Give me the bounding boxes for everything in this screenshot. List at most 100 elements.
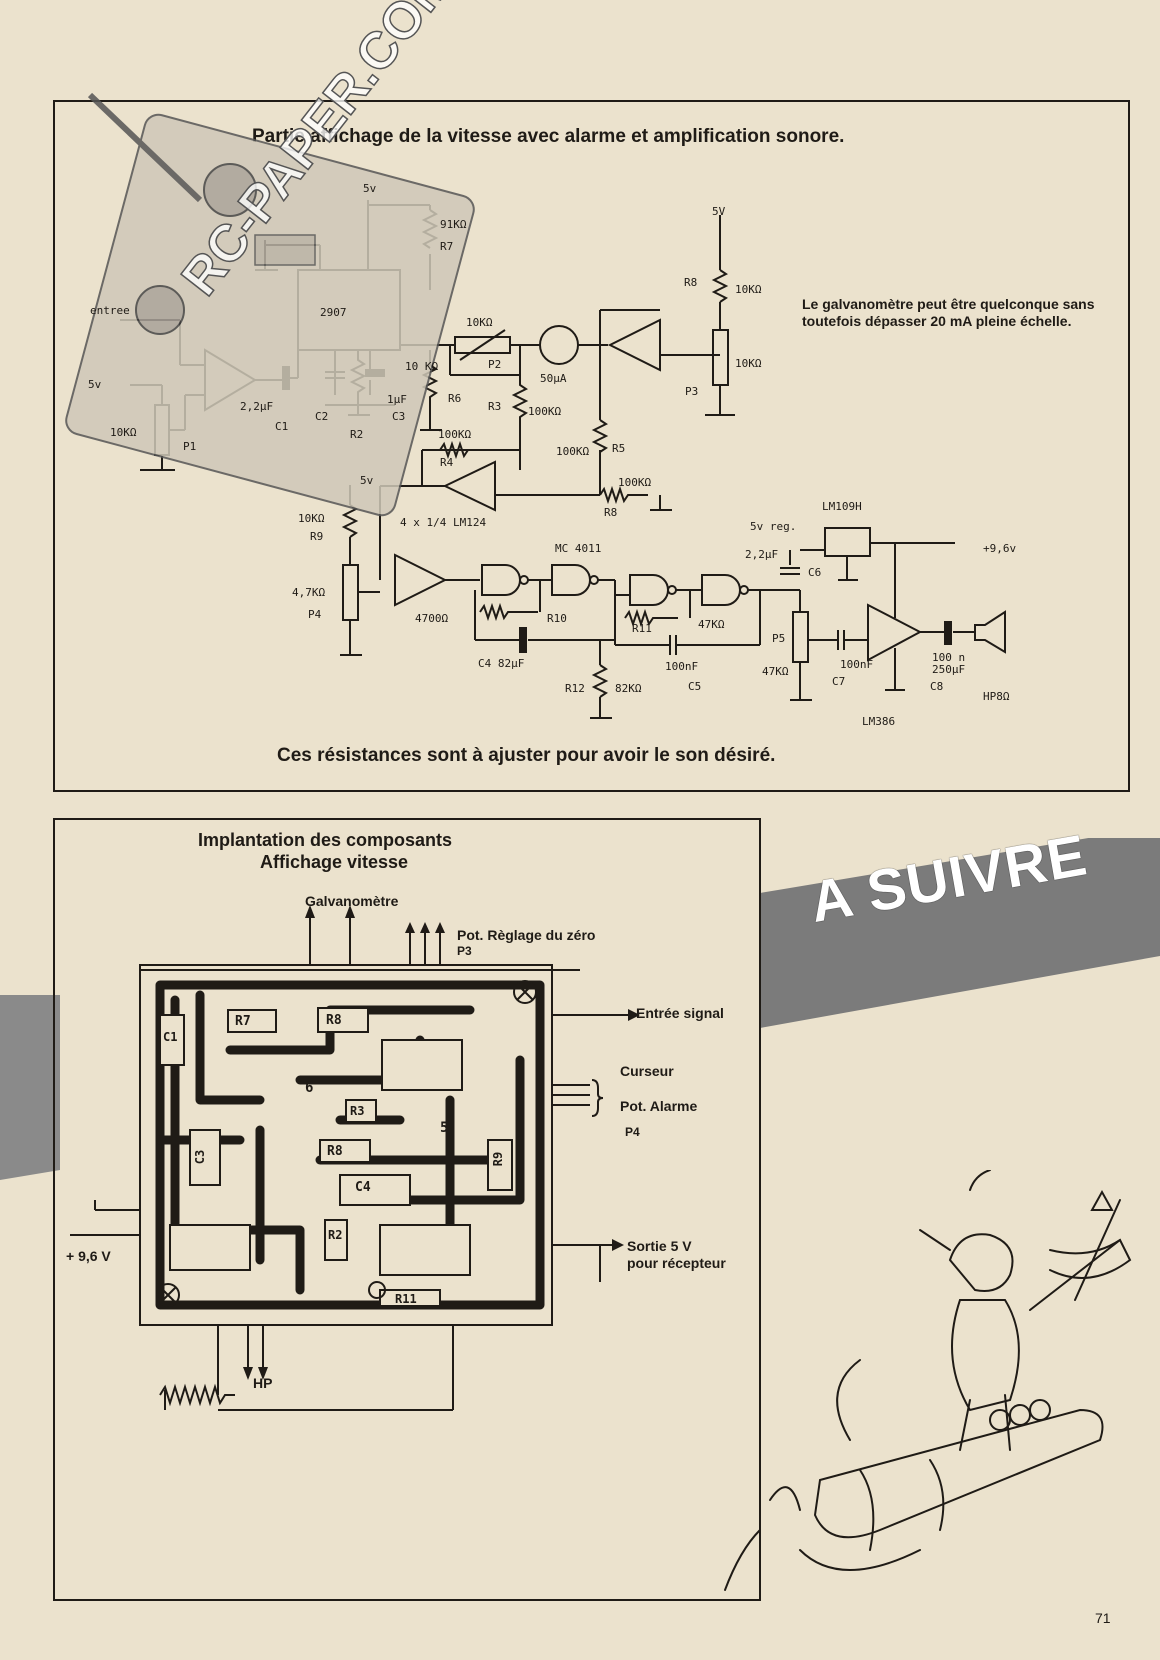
label-r8-a-value: 10KΩ [735,283,762,296]
label-c6-value: 2,2μF [745,548,779,561]
pcb-label-c1: C1 [163,1030,178,1044]
label-r2: R2 [350,428,364,441]
label-p1-value: 10KΩ [110,426,137,439]
label-5v-a: 5v [363,182,377,195]
label-pot-zero: Pot. Règlage du zéro [457,927,596,943]
label-c5: C5 [688,680,702,693]
pcb-label-r11: R11 [395,1292,417,1306]
label-c1: C1 [275,420,289,433]
label-p5-value: 47KΩ [762,665,789,678]
label-r11-value: 47KΩ [698,618,725,631]
opamp-p3 [607,318,661,372]
implantation-title-1: Implantation des composants [198,830,453,850]
label-r4: R4 [440,456,454,469]
cartoon-illustration [724,1170,1132,1591]
pcb-label-5: 5 [440,1120,449,1136]
pcb-label-r7: R7 [235,1014,251,1029]
label-p2-value: 10KΩ [466,316,493,329]
label-lm124: 4 x 1/4 LM124 [400,516,487,529]
label-c8: C8 [930,680,944,693]
label-r6-value: 10 KΩ [405,360,439,373]
label-p4: P4 [308,608,322,621]
label-c3: C3 [392,410,406,423]
schematic-footer: Ces résistances sont à ajuster pour avoi… [277,745,776,766]
label-c7-value: 100nF [840,658,874,671]
schematic-title: Partie affichage de la vitesse avec alar… [252,126,845,147]
label-r6: R6 [448,392,462,405]
pcb-label-c4: C4 [355,1180,371,1195]
pcb-outline [139,964,553,1326]
implantation-title-2: Affichage vitesse [260,852,409,872]
pcb-label-6: 6 [305,1080,314,1096]
label-5v-reg: 5v reg. [750,520,797,533]
label-c3-value: 1μF [387,393,407,406]
label-5v-c: 5V [712,205,726,218]
label-p3: P3 [685,385,699,398]
label-lm386: LM386 [862,715,896,728]
label-r5: R5 [612,442,626,455]
label-pot-zero-p3: P3 [457,944,472,958]
label-lm109: LM109H [822,500,862,513]
label-r9: R9 [310,530,324,543]
label-meter: 50μA [540,372,567,385]
label-p5: P5 [772,632,786,645]
label-alim: + 9,6 V [66,1248,111,1264]
label-r10-value: 4700Ω [415,612,449,625]
banner-band [760,838,1160,1028]
galvanometer-note: Le galvanomètre peut être quelconque san… [802,296,1095,329]
label-ic-2907: 2907 [320,306,347,319]
label-pot-alarme-p4: P4 [625,1125,640,1139]
label-c1-value: 2,2μF [240,400,274,413]
left-grey-band [0,995,60,1180]
schematic-drawing [65,92,1006,719]
label-r3: R3 [488,400,502,413]
pcb-label-r8: R8 [326,1013,342,1028]
label-p2: P2 [488,358,502,371]
label-r5-value: 100KΩ [556,445,590,458]
label-r4-value: 100KΩ [438,428,472,441]
label-r9-value: 10KΩ [298,512,325,525]
label-c7: C7 [832,675,846,688]
label-hp: HP8Ω [983,690,1010,703]
opamp-alarm [394,553,448,607]
speaker [974,610,1006,654]
label-entree: entree [90,304,130,317]
label-p4-value: 4,7KΩ [292,586,326,599]
label-r12: R12 [565,682,585,695]
opamp-r4 [442,460,496,512]
label-r8-a: R8 [684,276,698,289]
label-vin: +9,6v [983,542,1017,555]
label-r7: R7 [440,240,454,253]
label-c8-value: 100 n 250μF [932,651,966,676]
label-c2: C2 [315,410,329,423]
label-mc4011: MC 4011 [555,542,602,555]
label-r8-b: R8 [604,506,618,519]
label-r3-value: 100KΩ [528,405,562,418]
page-number: 71 [1095,1610,1111,1626]
implantation-frame [53,818,761,1601]
label-r11: R11 [632,622,652,635]
label-c5-value: 100nF [665,660,699,673]
label-hp-out: HP [253,1375,273,1391]
label-r8-b-value: 100KΩ [618,476,652,489]
label-r10: R10 [547,612,567,625]
schematic-frame [53,100,1130,792]
label-5v-b: 5v [88,378,102,391]
label-entree-signal: Entrée signal [636,1005,724,1021]
label-sortie-2: pour récepteur [627,1255,726,1271]
pcb-label-r3: R3 [350,1104,365,1118]
pcb-label-c3: C3 [193,1149,208,1165]
label-r12-value: 82KΩ [615,682,642,695]
label-sortie-1: Sortie 5 V [627,1238,692,1254]
label-r7-value: 91KΩ [440,218,467,231]
label-p1: P1 [183,440,197,453]
pcb-label-r2: R2 [328,1228,343,1242]
label-p3-value: 10KΩ [735,357,762,370]
label-galvanometre: Galvanomètre [305,893,399,909]
label-pot-alarme: Pot. Alarme [620,1098,698,1114]
label-curseur: Curseur [620,1063,674,1079]
pcb-label-r8b: R8 [327,1144,343,1159]
lm386-amp [867,603,923,662]
label-5v-d: 5v [360,474,374,487]
